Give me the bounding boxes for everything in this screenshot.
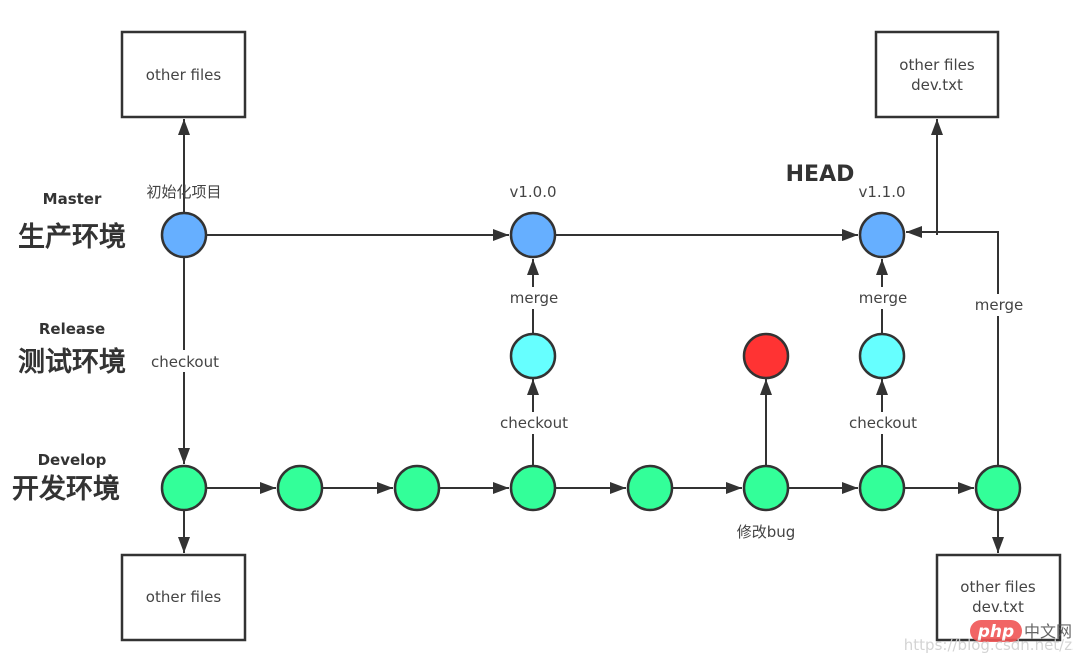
box-top-left: other files	[120, 30, 247, 119]
lane-develop: Develop 开发环境	[12, 451, 120, 505]
watermark: php 中文网 https://blog.csdn.net/zzvar	[904, 620, 1073, 654]
commit-node-bugfix[interactable]	[742, 332, 790, 380]
box-bottom-right-line-2: dev.txt	[972, 598, 1024, 616]
box-top-left-frame	[120, 30, 247, 119]
watermark-site-text: 中文网	[1024, 622, 1072, 641]
label-merge-r2-m3: merge	[859, 289, 908, 307]
edges	[178, 119, 1004, 553]
head-label: HEAD	[786, 162, 855, 187]
commit-node-develop-1[interactable]	[160, 464, 208, 512]
box-bottom-left-line-1: other files	[146, 588, 222, 606]
lane-master-zh: 生产环境	[18, 222, 126, 253]
box-bottom-left: other files	[120, 553, 247, 642]
label-checkout-master-develop: checkout	[151, 353, 219, 371]
label-checkout-d4-r1: checkout	[500, 414, 568, 432]
box-top-right-line-2: dev.txt	[911, 76, 963, 94]
node-label-fix-bug: 修改bug	[737, 523, 796, 541]
commit-node-develop-7[interactable]	[858, 464, 906, 512]
commit-node-develop-8[interactable]	[974, 464, 1022, 512]
commit-node-release-1[interactable]	[509, 332, 557, 380]
label-merge-d8-m3: merge	[975, 296, 1024, 314]
box-top-right-frame	[874, 30, 1000, 119]
commit-node-develop-5[interactable]	[626, 464, 674, 512]
box-bottom-left-frame	[120, 553, 247, 642]
commit-node-master-v1-1-0[interactable]	[858, 211, 906, 259]
box-bottom-right: other files dev.txt	[935, 553, 1062, 642]
label-checkout-d7-r2: checkout	[849, 414, 917, 432]
commit-node-master-v1-0-0[interactable]	[509, 211, 557, 259]
lane-develop-zh: 开发环境	[12, 473, 120, 505]
edge-labels: checkout merge checkout merge checkout m…	[146, 287, 1028, 434]
watermark-php-text: php	[977, 622, 1014, 642]
commit-node-develop-3[interactable]	[393, 464, 441, 512]
node-label-v1-1-0: v1.1.0	[858, 183, 905, 201]
edge-merge-d8-m3	[906, 226, 999, 466]
lane-release-en: Release	[39, 320, 105, 338]
commit-node-master-init[interactable]	[160, 211, 208, 259]
lane-release-zh: 测试环境	[18, 347, 126, 378]
box-bottom-right-line-1: other files	[960, 578, 1036, 596]
label-merge-r1-m2: merge	[510, 289, 559, 307]
watermark-php-badge	[970, 620, 1022, 642]
lane-master-en: Master	[43, 190, 102, 208]
commit-node-develop-6[interactable]	[742, 464, 790, 512]
commit-node-develop-4[interactable]	[509, 464, 557, 512]
commit-nodes	[160, 211, 1022, 512]
watermark-url: https://blog.csdn.net/zzvar	[904, 636, 1073, 654]
node-labels: 初始化项目 v1.0.0 v1.1.0 修改bug	[146, 183, 905, 541]
box-top-right: other files dev.txt	[874, 30, 1000, 119]
lane-master: Master 生产环境	[18, 190, 126, 253]
node-label-v1-0-0: v1.0.0	[509, 183, 556, 201]
node-label-init: 初始化项目	[146, 183, 221, 201]
lane-release: Release 测试环境	[18, 320, 126, 378]
commit-node-develop-2[interactable]	[276, 464, 324, 512]
box-top-right-line-1: other files	[899, 56, 975, 74]
lane-develop-en: Develop	[38, 451, 107, 469]
commit-node-release-2[interactable]	[858, 332, 906, 380]
box-top-left-line-1: other files	[146, 66, 222, 84]
